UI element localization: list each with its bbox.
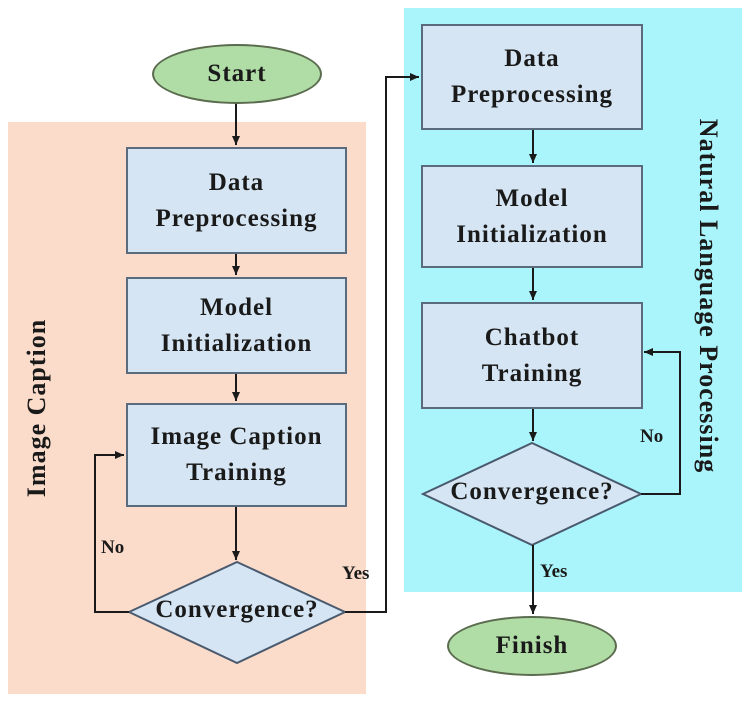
finish-label: Finish [495,632,569,659]
right-model-initialization-line1: Model [495,184,569,212]
right-model-initialization-box: Model Initialization [421,165,643,268]
start-label: Start [207,60,267,87]
left-model-initialization-box: Model Initialization [126,277,347,374]
chatbot-training-line1: Chatbot [484,323,580,351]
image-caption-title: Image Caption [22,318,51,498]
chatbot-training-box: Chatbot Training [421,302,643,409]
right-model-initialization-line2: Initialization [456,220,608,248]
left-data-preprocessing-line2: Preprocessing [155,204,318,232]
right-data-preprocessing-line1: Data [504,45,560,72]
left-model-initialization-line1: Model [199,293,274,321]
left-no-label: No [101,537,125,558]
finish-terminal: Finish [447,616,617,676]
left-data-preprocessing-box: Data Preprocessing [126,147,347,254]
right-no-label: No [640,426,664,447]
left-decision-diamond [126,560,348,665]
arrow-left-yes-to-right [345,73,419,613]
right-yes-label: Yes [540,561,568,582]
nlp-title: Natural Language Processing [694,118,723,474]
right-decision-label: Convergence? [450,478,614,505]
left-decision-label: Convergence? [155,596,319,623]
arrow-left-no-loop [94,451,129,613]
right-data-preprocessing-box: Data Preprocessing [421,24,643,130]
left-data-preprocessing-line1: Data [208,168,265,196]
left-yes-label: Yes [342,563,370,584]
image-caption-training-line2: Training [186,459,287,486]
image-caption-training-box: Image Caption Training [126,403,347,507]
start-terminal: Start [152,44,322,104]
image-caption-training-line1: Image Caption [150,423,323,450]
left-model-initialization-line2: Initialization [160,329,313,357]
right-data-preprocessing-line2: Preprocessing [450,81,614,108]
chatbot-training-line2: Training [481,359,583,387]
arrow-right-no-loop [641,348,681,495]
